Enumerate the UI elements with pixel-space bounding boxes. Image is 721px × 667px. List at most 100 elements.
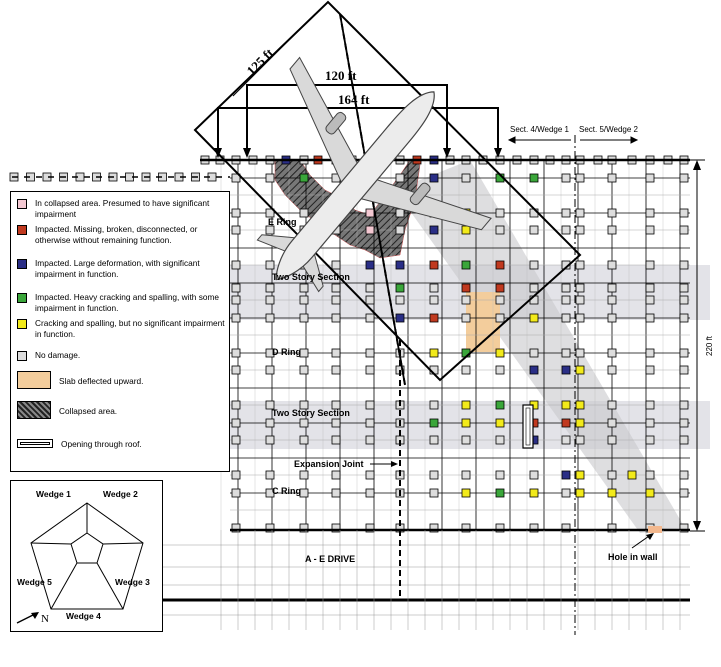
legend-item: In collapsed area. Presumed to have sign… <box>17 198 225 219</box>
hole-in-wall-label: Hole in wall <box>608 552 658 562</box>
column-marker <box>495 365 505 375</box>
column-marker <box>231 313 241 323</box>
column-marker <box>607 283 617 293</box>
column-marker <box>645 295 655 305</box>
column-marker <box>495 260 505 270</box>
column-marker <box>575 173 585 183</box>
column-marker <box>645 470 655 480</box>
column-marker <box>461 523 471 533</box>
hole-in-wall <box>648 526 662 533</box>
column-marker <box>331 260 341 270</box>
section-label-left: Sect. 4/Wedge 1 <box>510 125 570 134</box>
column-marker <box>679 295 689 305</box>
column-marker <box>529 488 539 498</box>
slab-deflected-area <box>466 292 500 352</box>
column-marker <box>231 283 241 293</box>
column-marker <box>627 470 637 480</box>
column-marker <box>575 208 585 218</box>
column-marker <box>331 488 341 498</box>
column-marker <box>561 488 571 498</box>
column-marker <box>395 208 405 218</box>
column-marker <box>607 400 617 410</box>
legend-text: Cracking and spalling, but no significan… <box>35 318 225 339</box>
column-marker <box>331 418 341 428</box>
column-marker <box>365 313 375 323</box>
column-marker <box>365 488 375 498</box>
column-marker <box>461 470 471 480</box>
column-marker <box>561 523 571 533</box>
legend-text: Opening through roof. <box>61 439 142 449</box>
column-marker <box>495 523 505 533</box>
column-marker <box>365 295 375 305</box>
column-marker <box>231 523 241 533</box>
column-marker <box>575 313 585 323</box>
column-marker <box>529 313 539 323</box>
legend-item: No damage. <box>17 350 225 361</box>
column-marker <box>645 365 655 375</box>
legend-item: Impacted. Missing, broken, disconnected,… <box>17 224 225 245</box>
column-marker <box>529 225 539 235</box>
dim-164ft: 164 ft <box>338 92 370 107</box>
wedge-2-label: Wedge 2 <box>103 489 138 499</box>
column-marker <box>461 313 471 323</box>
column-marker <box>265 470 275 480</box>
column-marker <box>529 470 539 480</box>
two-story-section-label: Two Story Section <box>272 272 350 282</box>
section-label-right: Sect. 5/Wedge 2 <box>579 125 639 134</box>
column-marker <box>645 283 655 293</box>
d-ring-label: D Ring <box>272 347 301 357</box>
column-marker <box>231 470 241 480</box>
column-marker <box>265 225 275 235</box>
column-marker <box>265 400 275 410</box>
column-marker <box>299 283 309 293</box>
column-marker <box>461 173 471 183</box>
column-marker <box>679 488 689 498</box>
column-marker <box>575 435 585 445</box>
column-marker <box>679 313 689 323</box>
column-marker <box>331 435 341 445</box>
legend-text: Impacted. Heavy cracking and spalling, w… <box>35 292 220 313</box>
column-marker <box>429 295 439 305</box>
column-marker <box>575 488 585 498</box>
column-marker <box>645 225 655 235</box>
column-marker <box>265 523 275 533</box>
column-marker <box>495 435 505 445</box>
c-ring-label: C Ring <box>272 486 301 496</box>
column-marker <box>645 313 655 323</box>
column-marker <box>645 400 655 410</box>
column-marker <box>365 283 375 293</box>
column-marker <box>607 260 617 270</box>
column-marker <box>429 418 439 428</box>
wedge-key: Wedge 1 Wedge 2 Wedge 3 Wedge 4 Wedge 5 … <box>10 480 163 632</box>
column-marker <box>429 435 439 445</box>
column-marker <box>231 365 241 375</box>
column-marker <box>231 225 241 235</box>
column-marker <box>561 173 571 183</box>
column-marker <box>495 208 505 218</box>
column-marker <box>299 488 309 498</box>
column-marker <box>495 225 505 235</box>
column-marker <box>645 418 655 428</box>
column-marker <box>231 173 241 183</box>
column-marker <box>231 400 241 410</box>
drive-grid <box>163 530 690 630</box>
column-marker <box>429 523 439 533</box>
column-marker <box>679 470 689 480</box>
column-marker <box>365 225 375 235</box>
column-marker <box>299 313 309 323</box>
e-ring-label: E Ring <box>268 217 297 227</box>
column-marker <box>231 260 241 270</box>
column-marker <box>607 225 617 235</box>
legend-item: Impacted. Large deformation, with signif… <box>17 258 225 279</box>
column-marker <box>495 348 505 358</box>
column-marker <box>461 488 471 498</box>
column-marker <box>679 523 689 533</box>
legend-item: Slab deflected upward. <box>17 371 225 389</box>
column-marker <box>561 295 571 305</box>
column-marker <box>395 295 405 305</box>
column-marker <box>429 260 439 270</box>
column-marker <box>265 418 275 428</box>
column-marker <box>429 225 439 235</box>
column-marker <box>395 283 405 293</box>
legend-text: Slab deflected upward. <box>59 376 144 386</box>
